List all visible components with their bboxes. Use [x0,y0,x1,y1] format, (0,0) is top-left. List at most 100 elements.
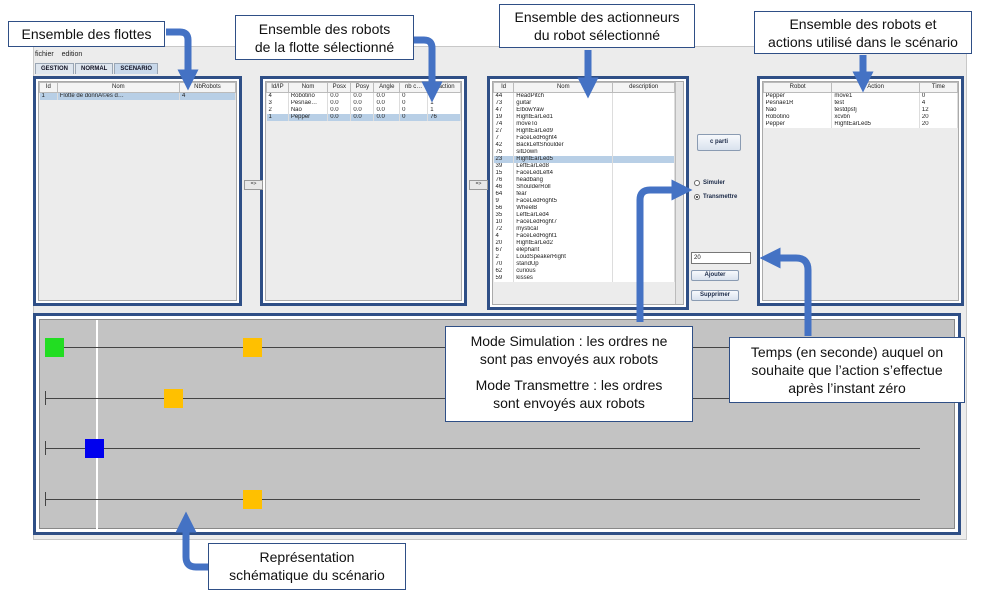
add-button[interactable]: Ajouter [691,270,739,281]
robots-cell: 0.0 [373,100,401,107]
robots-cell: 0.0 [373,114,401,121]
simulate-radio[interactable]: Simuler [694,180,725,186]
timeline-action-marker[interactable] [45,338,64,357]
fleets-col-header[interactable]: Id [39,82,58,93]
robots-col-header[interactable]: Nom [287,82,329,93]
timeline-action-marker[interactable] [243,338,262,357]
actuators-cell: curious [513,268,614,275]
tab-normal[interactable]: NORMAL [75,63,114,74]
timeline-track-start [45,391,46,405]
scenario-col-header[interactable]: Robot [763,82,833,93]
time-input[interactable]: 20 [691,252,751,264]
robots-cell: 1 [427,92,461,100]
transfer-fleet-button[interactable]: => [244,180,263,190]
menu-file[interactable]: fichier [35,51,54,58]
timeline-action-marker[interactable] [243,490,262,509]
actuators-scrollbar[interactable] [675,82,683,304]
actuators-cell: kisses [513,275,614,282]
tab-gestion[interactable]: GESTION [35,63,75,74]
actuators-cell: 76 [493,177,515,184]
callout-time-line1: Temps (en seconde) auquel on [750,344,944,360]
robots-col-header[interactable]: Posy [350,82,375,93]
scenario-cell: xcvbn [831,114,920,121]
scenario-col-header[interactable]: Time [918,82,958,93]
actuators-cell [612,219,675,226]
robots-col-header[interactable]: Id/IP [266,82,289,93]
actuators-col-header[interactable]: Nom [513,82,614,93]
fleets-col-header[interactable]: NbRobots [178,82,236,93]
fleets-col-header[interactable]: Nom [56,82,180,93]
robots-cell: 0.0 [327,92,352,100]
callout-schema-line1: Représentation [259,549,355,565]
scenario-cell: Robotino [763,114,833,121]
robots-cell: Robotino [288,92,329,100]
simulate-radio-label: Simuler [703,180,726,186]
delete-button[interactable]: Supprimer [691,290,739,301]
callout-schema: Représentation schématique du scénario [208,543,406,590]
start-button[interactable]: c parti [697,134,741,151]
transfer-robot-button[interactable]: => [469,180,488,190]
transmit-radio[interactable]: Transmettre [694,194,737,200]
actuators-cell [612,100,675,107]
actuators-col-header[interactable]: description [612,82,675,93]
menu-edit[interactable]: edition [61,51,83,58]
robots-col-header[interactable]: Posx [327,82,352,93]
scenario-col-header[interactable]: Action [831,82,920,93]
tab-scenario[interactable]: SCENARIO [114,63,159,74]
actuators-cell: FaceLedRight1 [513,233,614,240]
actuators-cell: 56 [493,205,515,212]
actuators-cell: RightEarLed1 [513,114,614,121]
robots-col-header[interactable]: b action [427,82,461,93]
timeline-cursor[interactable] [96,320,98,530]
robots-col-header[interactable]: Angle [373,82,401,93]
actuators-cell [612,184,675,191]
actuators-cell: elephant [513,247,614,254]
actuators-cell [612,247,675,254]
timeline-action-marker[interactable] [84,439,104,458]
actuators-col-header[interactable]: Id [493,82,515,93]
robots-col-header[interactable]: nb c… [399,82,429,93]
timeline-action-marker[interactable] [163,389,183,408]
actuators-cell: 23 [493,156,515,163]
